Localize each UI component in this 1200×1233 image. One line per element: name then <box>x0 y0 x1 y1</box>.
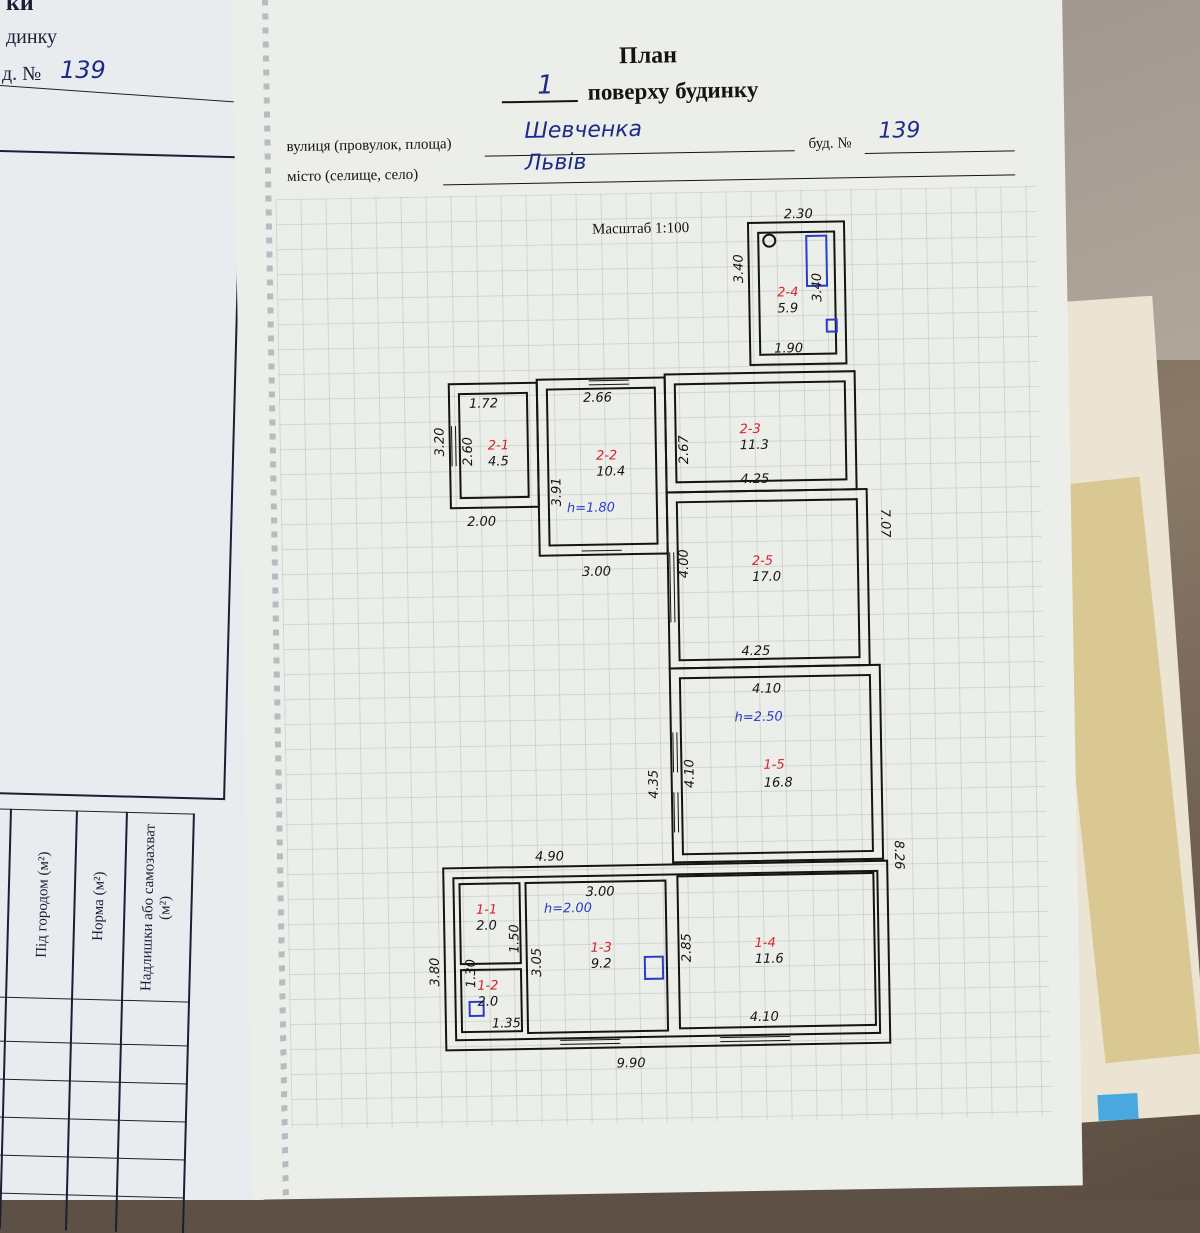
toilet-icon <box>762 233 777 248</box>
left-number-label: д. № <box>2 63 42 85</box>
left-rule <box>0 85 240 103</box>
dim-3-00b: 3.00 <box>585 884 614 900</box>
dim-2-60: 2.60 <box>461 437 477 466</box>
left-page-subtitle: динку <box>6 26 58 48</box>
dim-1-35: 1.35 <box>492 1016 521 1032</box>
height-lower: h=2.00 <box>544 901 592 917</box>
dim-4-35: 4.35 <box>647 770 663 799</box>
sink-1-2-icon <box>468 1000 485 1018</box>
dim-3-91: 3.91 <box>549 477 565 506</box>
dim-1-90: 1.90 <box>774 341 803 357</box>
dim-8-26: 8.26 <box>891 840 907 869</box>
room-2-5-id: 2-5 <box>752 554 773 569</box>
room-1-5-id: 1-5 <box>763 757 784 772</box>
room-1-1-area: 2.0 <box>476 919 497 934</box>
room-1-1-outline <box>458 882 522 966</box>
floor-plan-labels: 2-4 5.9 2-1 4.5 2-2 10.4 2-3 11.3 2-5 17… <box>428 207 907 1072</box>
height-middle: h=2.50 <box>734 709 782 725</box>
room-2-1-area: 4.5 <box>488 454 509 469</box>
dim-2-00: 2.00 <box>467 514 496 530</box>
room-1-2-area: 2.0 <box>477 995 498 1010</box>
dim-2-85: 2.85 <box>679 933 695 962</box>
room-1-4-id: 1-4 <box>754 936 775 951</box>
room-2-4-id: 2-4 <box>777 285 798 300</box>
room-1-4-outline <box>676 871 878 1030</box>
dim-4-10b: 4.10 <box>682 759 698 788</box>
left-page-title: ки <box>6 0 34 16</box>
dim-1-50: 1.50 <box>507 924 523 953</box>
room-1-5-area: 16.8 <box>764 775 793 791</box>
dim-7-07: 7.07 <box>877 509 893 539</box>
floor-plan-drawing <box>442 220 892 1052</box>
room-1-5-outline <box>668 663 885 864</box>
dim-9-90: 9.90 <box>616 1056 645 1072</box>
room-2-5-area: 17.0 <box>752 570 781 586</box>
height-upper: h=1.80 <box>567 500 615 516</box>
dim-1-72: 1.72 <box>469 396 498 412</box>
room-2-2-id: 2-2 <box>596 448 617 463</box>
room-1-3-outline <box>524 879 670 1035</box>
dim-2-66: 2.66 <box>583 390 612 406</box>
room-1-2-id: 1-2 <box>477 979 498 994</box>
left-page-table: Під городом (м²) Норма (м²) Надлишки або… <box>0 808 195 1233</box>
dim-3-40b: 3.40 <box>810 273 826 302</box>
room-1-1-id: 1-1 <box>476 903 497 918</box>
room-2-4-area: 5.9 <box>777 301 798 316</box>
left-page: ки динку д. № 139 Під городом (м²) Норма… <box>0 0 264 1233</box>
dim-4-10c: 4.10 <box>750 1010 779 1026</box>
table-header-norm: Норма (м²) <box>90 871 108 942</box>
dim-3-40: 3.40 <box>732 254 748 283</box>
room-2-2-area: 10.4 <box>596 464 625 480</box>
dim-4-25b: 4.25 <box>741 644 770 660</box>
left-page-frame <box>0 150 242 801</box>
dim-2-67: 2.67 <box>677 434 693 464</box>
blue-tab <box>1097 1092 1139 1122</box>
plan-page: План 1 поверху будинку вулиця (провулок,… <box>232 0 1083 1200</box>
room-2-3-area: 11.3 <box>740 438 769 454</box>
table-header-garden: Під городом (м²) <box>33 851 53 959</box>
dim-3-20: 3.20 <box>432 427 448 456</box>
floor-plan: 2-4 5.9 2-1 4.5 2-2 10.4 2-3 11.3 2-5 17… <box>232 0 1083 1200</box>
room-1-4-area: 11.6 <box>755 952 784 968</box>
room-2-3-id: 2-3 <box>739 422 760 437</box>
room-2-4-outline <box>746 220 848 367</box>
dim-4-90: 4.90 <box>535 849 564 865</box>
left-number-value: 139 <box>60 56 106 84</box>
room-1-2-outline <box>459 968 524 1034</box>
room-2-1-id: 2-1 <box>488 438 509 453</box>
dim-2-30: 2.30 <box>784 207 813 223</box>
lower-wing-outline <box>442 859 892 1052</box>
table-header-excess: Надлишки або самозахват (м²) <box>138 823 174 992</box>
stove-icon <box>643 955 665 980</box>
dim-4-25a: 4.25 <box>740 472 769 488</box>
bathtub-icon <box>805 234 829 288</box>
dim-1-30: 1.30 <box>464 959 480 988</box>
dim-3-00a: 3.00 <box>582 564 611 580</box>
dim-4-10a: 4.10 <box>752 682 781 698</box>
sink-icon <box>825 318 838 333</box>
room-1-3-area: 9.2 <box>591 957 612 972</box>
room-1-3-id: 1-3 <box>590 941 611 956</box>
dim-3-05: 3.05 <box>530 948 546 977</box>
dim-4-00: 4.00 <box>677 549 693 578</box>
dim-3-80: 3.80 <box>428 958 444 987</box>
